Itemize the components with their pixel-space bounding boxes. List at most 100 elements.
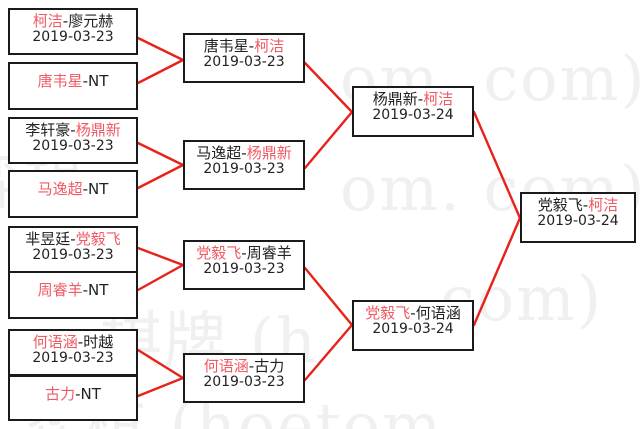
match-box-r1m5[interactable]: 芈昱廷-党毅飞 2019-03-23	[8, 226, 138, 273]
match-box-r2m3[interactable]: 党毅飞-周睿羊 2019-03-23	[183, 240, 305, 290]
match-players: 党毅飞-周睿羊	[196, 245, 291, 262]
player-loser: 党毅飞	[537, 196, 583, 214]
player-separator: -	[410, 304, 416, 322]
match-players: 唐韦星-柯洁	[204, 38, 284, 55]
match-box-sf1[interactable]: 杨鼎新-柯洁 2019-03-24	[352, 86, 474, 137]
match-box-r2m4[interactable]: 何语涵-古力 2019-03-23	[183, 353, 305, 403]
connector-r1m4-r2m2	[136, 163, 185, 190]
match-date: 2019-03-23	[32, 349, 114, 366]
player-separator: -	[241, 244, 247, 262]
match-players: 党毅飞-何语涵	[365, 305, 460, 322]
connector-sf1-final	[472, 110, 522, 220]
match-box-r1m4[interactable]: 马逸超-NT	[8, 170, 138, 218]
match-date: 2019-03-24	[537, 212, 619, 229]
match-date: 2019-03-23	[203, 160, 285, 177]
match-date: 2019-03-24	[372, 106, 454, 123]
connector-r2m1-sf1	[303, 61, 354, 114]
player-separator: -	[70, 121, 76, 139]
connector-r1m7-r2m4	[136, 348, 185, 380]
player-separator: -	[62, 12, 69, 30]
match-box-r1m6[interactable]: 周睿羊-NT	[8, 271, 138, 319]
player-separator: -	[248, 37, 255, 55]
player-winner: 党毅飞	[75, 230, 121, 248]
player-separator: -	[82, 180, 89, 198]
match-box-sf2[interactable]: 党毅飞-何语涵 2019-03-24	[352, 300, 474, 351]
player-loser: 杨鼎新	[372, 90, 418, 108]
match-box-r1m1[interactable]: 柯洁-廖元赫 2019-03-23	[8, 8, 138, 55]
player-winner: 何语涵	[203, 357, 249, 375]
player-loser: NT	[88, 72, 109, 90]
player-loser: 唐韦星	[203, 37, 249, 55]
connector-r1m8-r2m4	[136, 376, 185, 398]
connector-r2m2-sf1	[303, 110, 354, 170]
player-loser: 李轩豪	[25, 121, 71, 139]
match-players: 柯洁-廖元赫	[33, 13, 113, 30]
match-box-r1m2[interactable]: 唐韦星-NT	[8, 62, 138, 110]
player-separator: -	[75, 385, 81, 403]
connector-r1m1-r2m1	[136, 36, 185, 62]
player-loser: NT	[88, 180, 109, 198]
connector-r1m2-r2m1	[136, 58, 185, 85]
player-separator: -	[82, 281, 89, 299]
match-players: 何语涵-古力	[204, 358, 284, 375]
player-winner: 周睿羊	[37, 281, 83, 299]
player-loser: 何语涵	[415, 304, 461, 322]
player-separator: -	[77, 333, 84, 351]
player-winner: 柯洁	[254, 37, 285, 55]
match-date: 2019-03-23	[32, 137, 114, 154]
player-winner: 马逸超	[37, 180, 83, 198]
player-winner: 柯洁	[32, 12, 63, 30]
player-loser: 古力	[254, 357, 285, 375]
player-winner: 党毅飞	[196, 244, 242, 262]
player-loser: 芈昱廷	[25, 230, 71, 248]
match-date: 2019-03-23	[32, 246, 114, 263]
match-date: 2019-03-24	[372, 320, 454, 337]
player-loser: NT	[88, 281, 109, 299]
match-box-r1m8[interactable]: 古力-NT	[8, 375, 138, 421]
match-box-final[interactable]: 党毅飞-柯洁 2019-03-24	[520, 192, 636, 243]
player-separator: -	[248, 357, 255, 375]
match-players: 杨鼎新-柯洁	[373, 91, 453, 108]
match-date: 2019-03-23	[32, 28, 114, 45]
match-players: 党毅飞-柯洁	[538, 197, 618, 214]
match-players: 古力-NT	[45, 386, 101, 403]
match-players: 唐韦星-NT	[38, 73, 109, 90]
match-players: 李轩豪-杨鼎新	[25, 122, 120, 139]
player-separator: -	[582, 196, 589, 214]
match-date: 2019-03-23	[203, 53, 285, 70]
player-winner: 唐韦星	[37, 72, 83, 90]
player-loser: 马逸超	[196, 144, 242, 162]
player-winner: 柯洁	[588, 196, 619, 214]
connector-r1m5-r2m3	[136, 246, 185, 267]
player-loser: 时越	[83, 333, 114, 351]
player-separator: -	[417, 90, 424, 108]
connector-r2m4-sf2	[303, 323, 354, 382]
match-box-r2m1[interactable]: 唐韦星-柯洁 2019-03-23	[183, 33, 305, 83]
player-winner: 杨鼎新	[246, 144, 292, 162]
player-winner: 党毅飞	[365, 304, 411, 322]
player-separator: -	[70, 230, 76, 248]
match-players: 马逸超-NT	[38, 181, 109, 198]
player-separator: -	[82, 72, 89, 90]
player-winner: 杨鼎新	[75, 121, 121, 139]
match-players: 马逸超-杨鼎新	[196, 145, 291, 162]
match-players: 芈昱廷-党毅飞	[25, 231, 120, 248]
player-winner: 何语涵	[32, 333, 78, 351]
player-loser: NT	[80, 385, 101, 403]
match-date: 2019-03-23	[203, 260, 285, 277]
match-box-r1m3[interactable]: 李轩豪-杨鼎新 2019-03-23	[8, 117, 138, 164]
player-separator: -	[241, 144, 247, 162]
match-box-r1m7[interactable]: 何语涵-时越 2019-03-23	[8, 329, 138, 376]
connector-r1m3-r2m2	[136, 141, 185, 167]
connector-r1m6-r2m3	[136, 263, 185, 292]
connector-r2m3-sf2	[303, 266, 354, 327]
player-winner: 柯洁	[423, 90, 454, 108]
match-box-r2m2[interactable]: 马逸超-杨鼎新 2019-03-23	[183, 140, 305, 190]
player-loser: 周睿羊	[246, 244, 292, 262]
connector-sf2-final	[472, 216, 522, 327]
player-loser: 廖元赫	[68, 12, 114, 30]
player-winner: 古力	[45, 385, 76, 403]
match-players: 何语涵-时越	[33, 334, 113, 351]
match-players: 周睿羊-NT	[38, 282, 109, 299]
